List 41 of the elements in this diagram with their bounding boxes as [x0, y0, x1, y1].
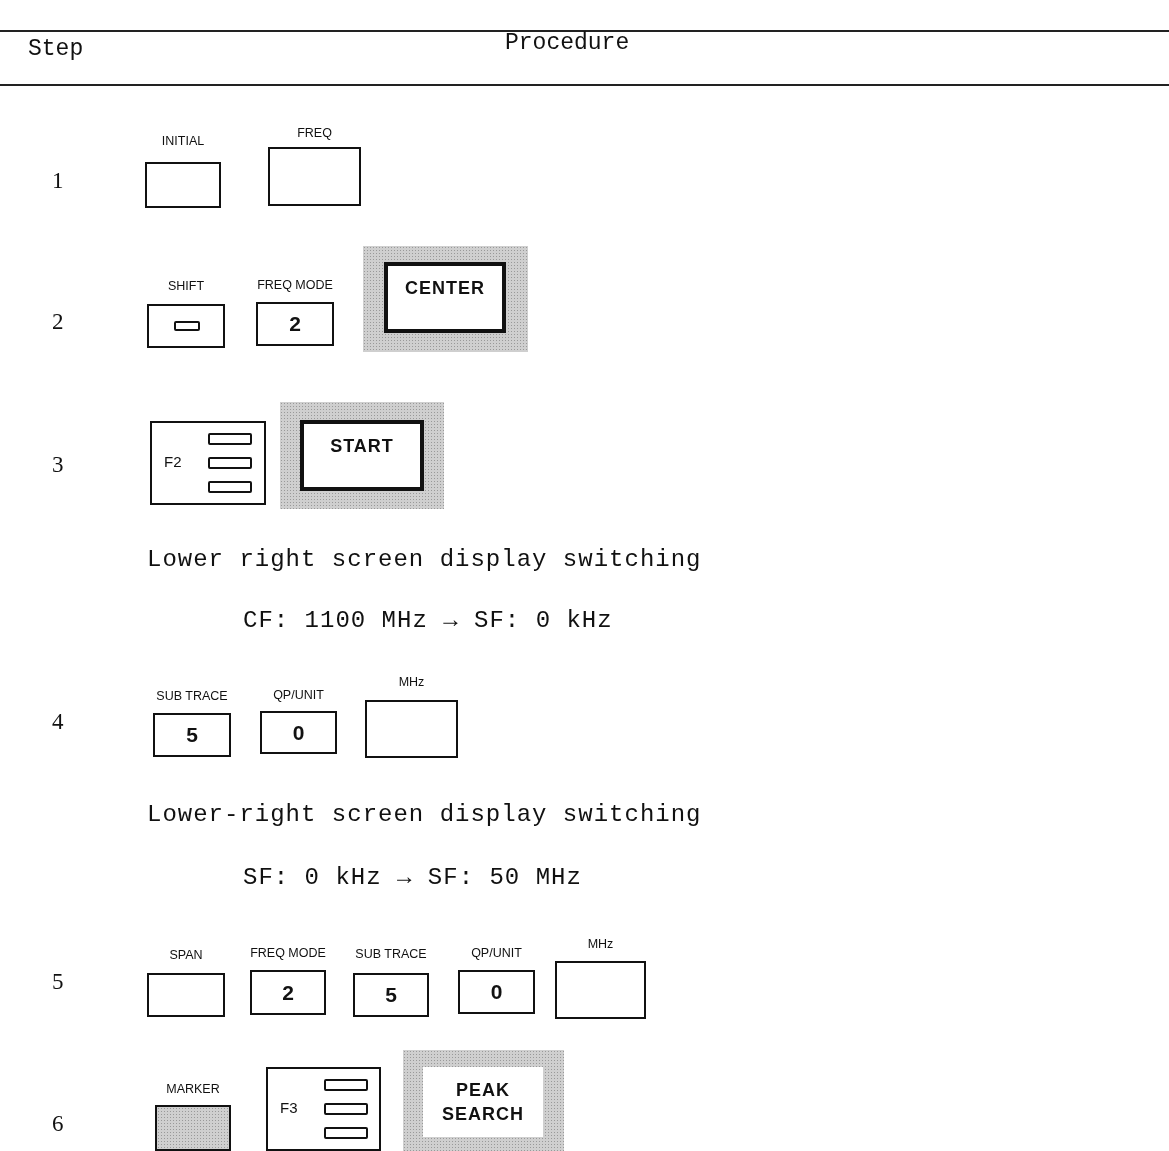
function-key-panel	[150, 421, 266, 505]
instruction-text: Lower-right screen display switching	[147, 801, 702, 828]
keypad-key: CENTER	[384, 262, 506, 333]
step-number: 4	[52, 709, 64, 735]
key-label: FREQ	[297, 126, 332, 140]
instruction-text: Lower right screen display switching	[147, 546, 702, 573]
key-label: FREQ MODE	[250, 946, 326, 960]
key-label: INITIAL	[161, 134, 205, 148]
key-label: SPAN	[169, 948, 203, 962]
display-change-text: SF: 0 kHz → SF: 50 MHz	[243, 864, 582, 891]
keypad-key: 0	[458, 970, 535, 1014]
key-label: FREQ MODE	[257, 278, 333, 292]
step-number: 1	[52, 168, 64, 194]
key-label: SHIFT	[167, 279, 205, 293]
key-label: F3	[280, 1099, 298, 1116]
keypad-key: 5	[153, 713, 231, 757]
step-number: 5	[52, 969, 64, 995]
key-label: QP/UNIT	[471, 946, 522, 960]
column-header: Procedure	[505, 30, 630, 56]
keypad-key: 0	[260, 711, 337, 754]
keypad-key: 2	[256, 302, 334, 346]
key-label: QP/UNIT	[273, 688, 324, 702]
keypad-key: PEAK SEARCH	[423, 1067, 543, 1137]
keypad-key: START	[300, 420, 424, 491]
step-number: 2	[52, 309, 64, 335]
keypad-key: 2	[250, 970, 326, 1015]
step-number: 6	[52, 1111, 64, 1137]
display-change-text: CF: 1100 MHz → SF: 0 kHz	[243, 607, 613, 634]
function-key-panel	[266, 1067, 381, 1151]
key-label: SUB TRACE	[156, 689, 228, 703]
key-highlight	[280, 402, 444, 509]
key-label: MARKER	[166, 1082, 220, 1096]
key-label: MHz	[587, 937, 614, 951]
key-highlight	[363, 246, 528, 352]
column-header: Step	[28, 36, 84, 62]
key-label: MHz	[398, 675, 425, 689]
keypad-key: 5	[353, 973, 429, 1017]
step-number: 3	[52, 452, 64, 478]
key-highlight	[403, 1050, 564, 1151]
key-label: F2	[164, 453, 182, 470]
key-label: SUB TRACE	[355, 947, 427, 961]
